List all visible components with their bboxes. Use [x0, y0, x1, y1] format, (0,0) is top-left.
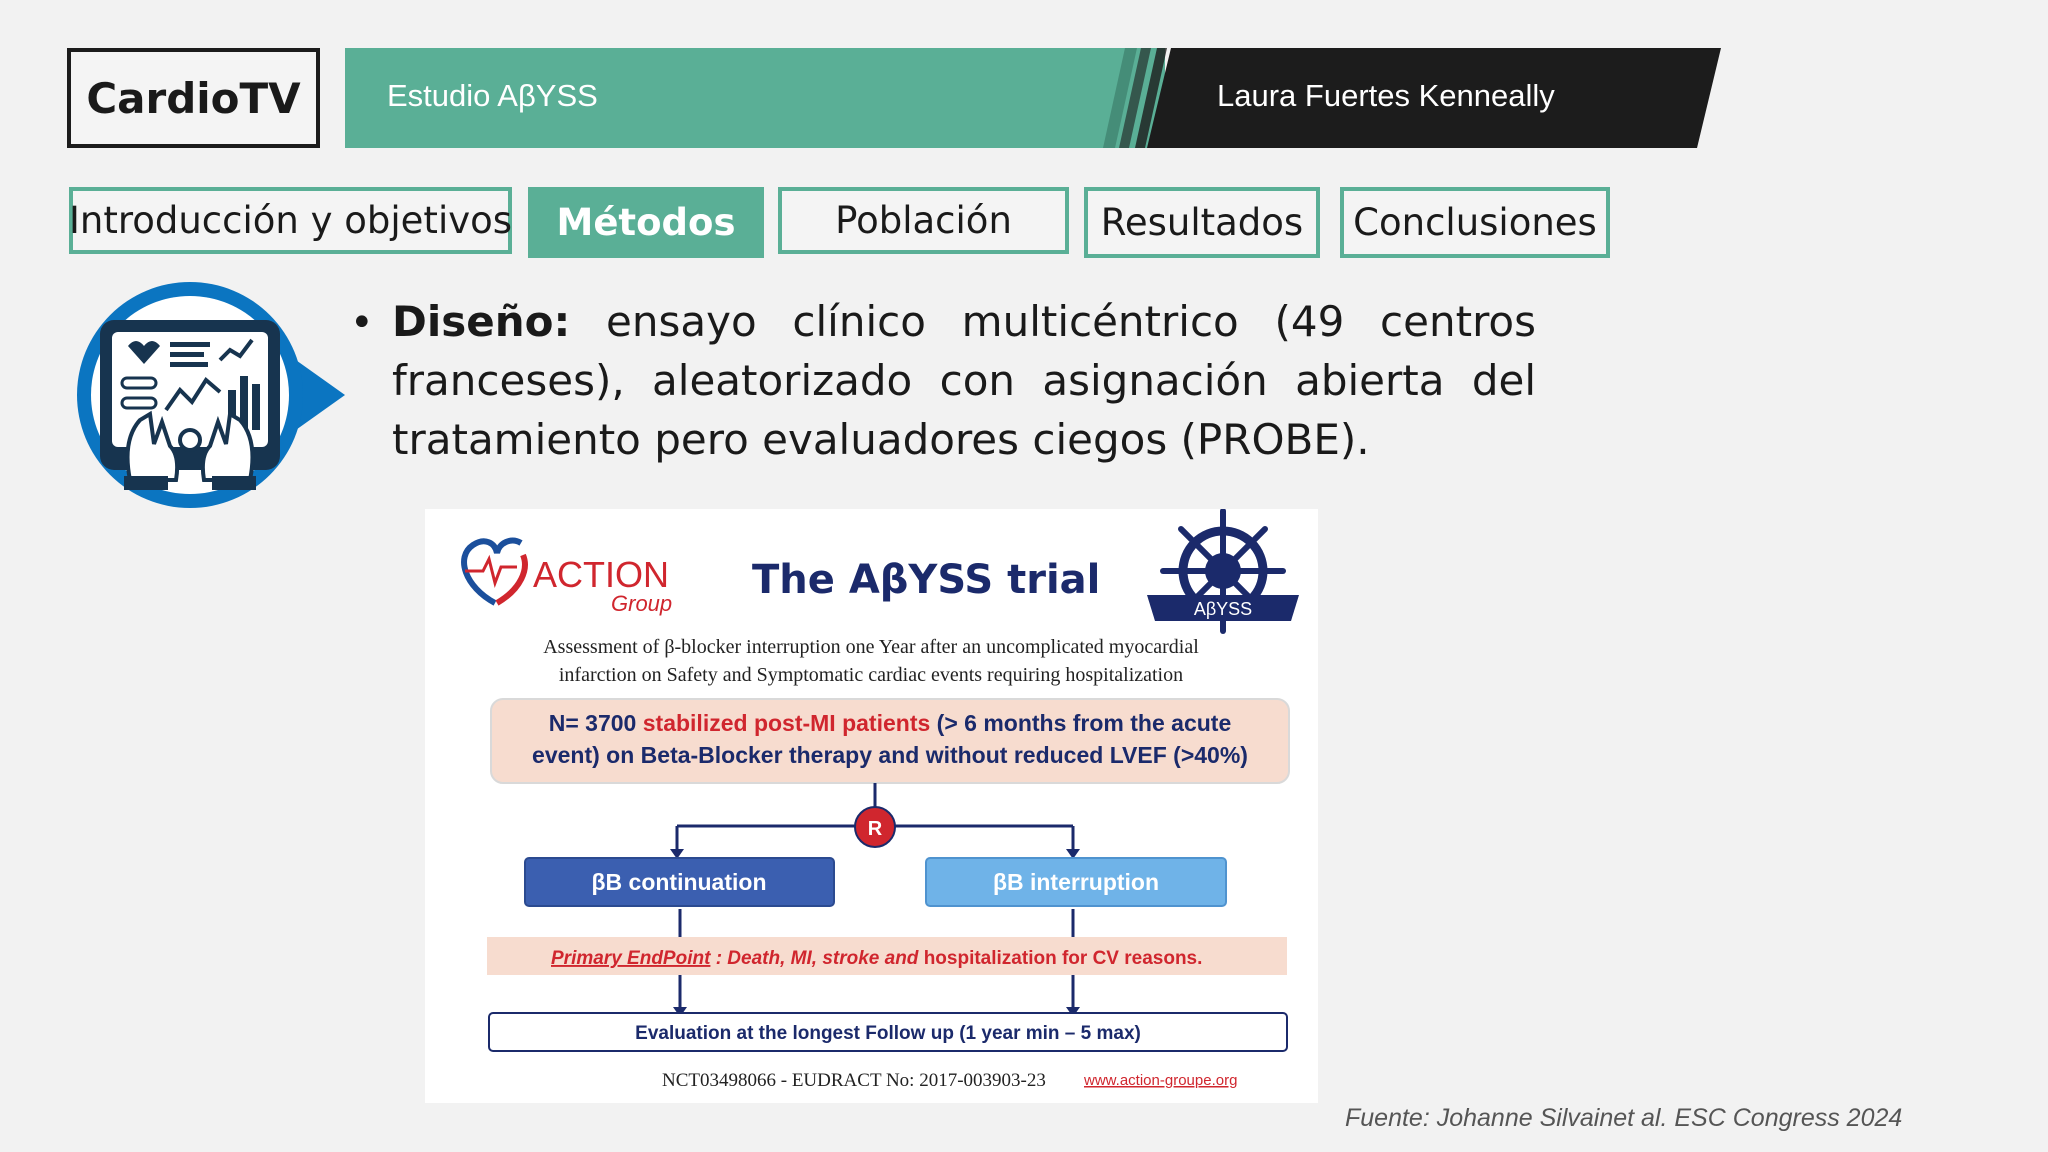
methods-data-icon [77, 282, 345, 508]
arm-continuation-box [524, 857, 835, 907]
registry-text: NCT03498066 - EUDRACT No: 2017-003903-23 [662, 1070, 1046, 1091]
cardiotv-logo: CardioTV [67, 48, 320, 148]
design-label: Diseño: [392, 297, 571, 346]
emblem-label: AβYSS [1194, 599, 1252, 619]
design-bullet: Diseño: ensayo clínico multicéntrico (49… [392, 292, 1536, 469]
abyss-trial-diagram: ACTION Group The AβYSS trial AβYSS Asses… [425, 509, 1318, 1103]
tab-metodos[interactable]: Métodos [528, 187, 764, 258]
source-citation: Fuente: Johanne Silvainet al. ESC Congre… [1345, 1104, 1903, 1132]
tab-conclusiones[interactable]: Conclusiones [1340, 187, 1610, 258]
study-title: Estudio AβYSS [387, 78, 598, 113]
action-website-link[interactable]: www.action-groupe.org [1083, 1072, 1237, 1089]
action-group-text: Group [611, 591, 672, 616]
header-banner [345, 48, 1721, 148]
arm-interruption-label: βB interruption [993, 869, 1159, 895]
trial-title: The AβYSS trial [752, 557, 1100, 603]
arm-interruption-box [925, 857, 1227, 907]
endpoint-box [487, 937, 1287, 975]
trial-subtitle-line2: infarction on Safety and Symptomatic car… [559, 664, 1183, 686]
bullet-marker: • [350, 300, 374, 346]
tab-poblacion[interactable]: Población [778, 187, 1069, 254]
speaker-name: Laura Fuertes Kenneally [1217, 78, 1555, 113]
evaluation-box [488, 1012, 1288, 1052]
tab-resultados[interactable]: Resultados [1084, 187, 1320, 258]
arm-continuation-label: βB continuation [591, 869, 766, 895]
action-logo-text: ACTION [533, 554, 669, 595]
abyss-emblem-icon: AβYSS [1147, 509, 1299, 634]
action-group-logo: ACTION Group [461, 537, 672, 616]
randomization-node [854, 806, 896, 848]
population-line2: event) on Beta-Blocker therapy and witho… [532, 742, 1248, 768]
trial-subtitle-line1: Assessment of β-blocker interruption one… [543, 636, 1199, 658]
tab-introduccion[interactable]: Introducción y objetivos [69, 187, 512, 254]
design-text: ensayo clínico multicéntrico (49 centros… [392, 297, 1536, 464]
endpoint-text: Primary EndPoint : Death, MI, stroke and… [551, 948, 1202, 969]
population-line1: N= 3700 stabilized post-MI patients (> 6… [549, 710, 1232, 736]
evaluation-text: Evaluation at the longest Follow up (1 y… [635, 1023, 1141, 1044]
population-box [490, 698, 1290, 784]
randomization-label: R [868, 818, 883, 840]
